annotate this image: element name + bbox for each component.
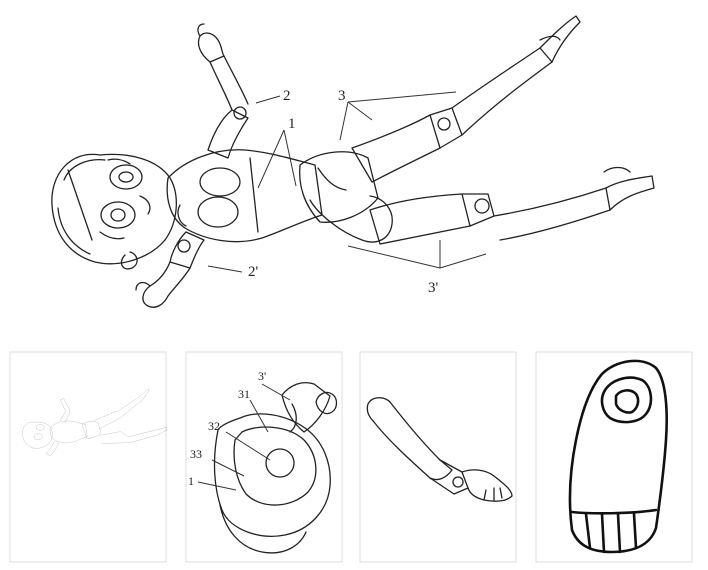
doll-head	[51, 153, 177, 270]
label-detail-32: 32	[208, 419, 220, 433]
leader-2	[255, 95, 281, 104]
doll-lower-arm	[135, 231, 205, 308]
panel-mini-doll	[9, 351, 168, 563]
doll-upper-arm	[197, 23, 249, 159]
panel-arm-detail	[359, 351, 517, 563]
panel-foot-detail	[535, 351, 693, 563]
doll-lower-leg	[369, 166, 655, 245]
panel-joint-detail	[185, 351, 343, 563]
leader-2p	[207, 265, 243, 273]
label-detail-3-prime: 3'	[258, 369, 266, 383]
doll-hips	[298, 151, 393, 243]
label-3-prime: 3'	[428, 280, 439, 296]
main-doll-drawing	[51, 15, 655, 308]
label-2: 2	[283, 88, 291, 104]
label-detail-33: 33	[190, 447, 202, 461]
label-3: 3	[338, 88, 346, 104]
label-2-prime: 2'	[248, 264, 259, 280]
arm-detail-drawing	[366, 397, 513, 502]
leader-3p	[347, 240, 487, 269]
doll-torso	[166, 149, 323, 243]
foot-detail-drawing	[568, 359, 668, 554]
joint-detail-drawing	[213, 381, 338, 554]
leader-3	[339, 91, 457, 141]
leader-1	[257, 129, 297, 189]
label-detail-1: 1	[188, 474, 194, 488]
label-1: 1	[288, 116, 296, 132]
doll-upper-leg	[351, 15, 581, 183]
label-detail-31: 31	[238, 387, 250, 401]
